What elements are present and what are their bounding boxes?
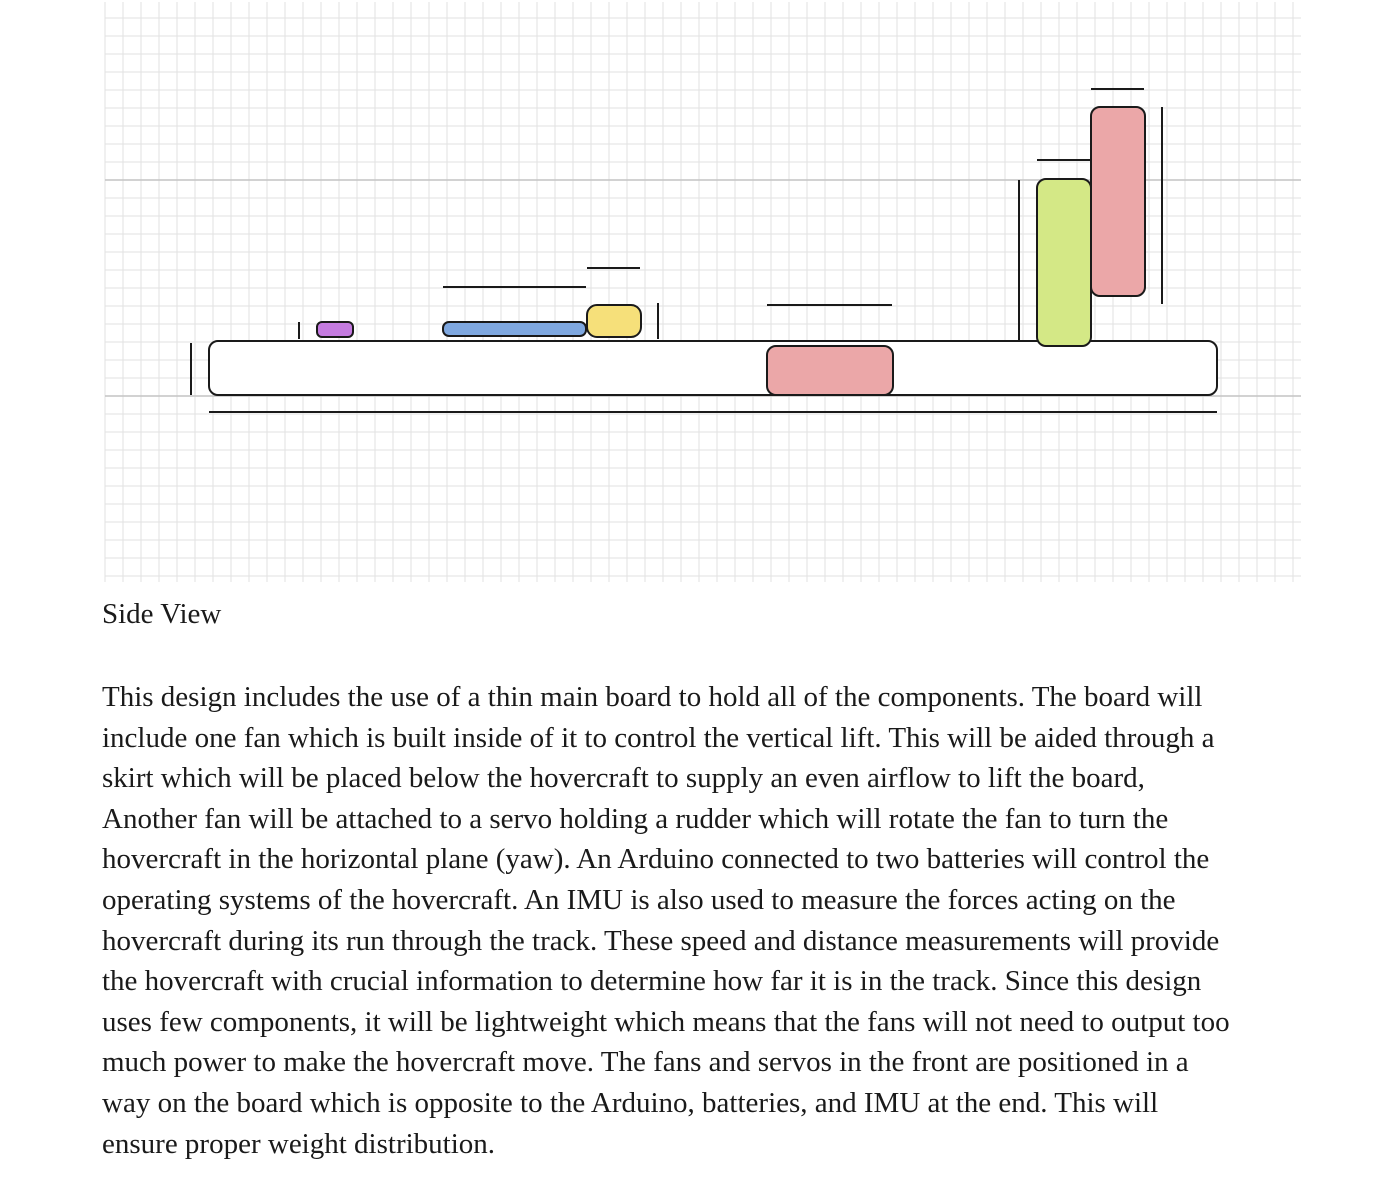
paragraph-line: ensure proper weight distribution. [102,1127,496,1160]
diagram-canvas [104,2,1301,582]
paragraph-line: include one fan which is built inside of… [102,721,1215,754]
paragraph-line: hovercraft in the horizontal plane (yaw)… [102,843,1210,876]
paragraph-line: This design includes the use of a thin m… [102,681,1203,713]
figure-caption: Side View [102,598,222,630]
paragraph-line: way on the board which is opposite to th… [102,1086,1159,1119]
pink-bottom-component [766,345,894,396]
description-paragraph: This design includes the use of a thin m… [102,677,1302,1164]
paragraph-line: uses few components, it will be lightwei… [102,1005,1230,1038]
paragraph-line: operating systems of the hovercraft. An … [102,883,1176,916]
paragraph-line: much power to make the hovercraft move. … [102,1046,1189,1079]
pink-top-component [1090,106,1146,297]
grid [104,2,1301,582]
main-board [208,340,1218,396]
dimension-lines [190,88,1217,413]
green-component [1036,178,1092,347]
paragraph-line: hovercraft during its run through the tr… [102,924,1220,957]
yellow-component [586,304,642,338]
side-view-diagram [104,2,1301,582]
paragraph-line: skirt which will be placed below the hov… [102,762,1145,795]
paragraph-line: Another fan will be attached to a servo … [102,802,1169,835]
paragraph-line: the hovercraft with crucial information … [102,965,1202,998]
purple-component [316,321,354,338]
blue-component [442,321,587,337]
